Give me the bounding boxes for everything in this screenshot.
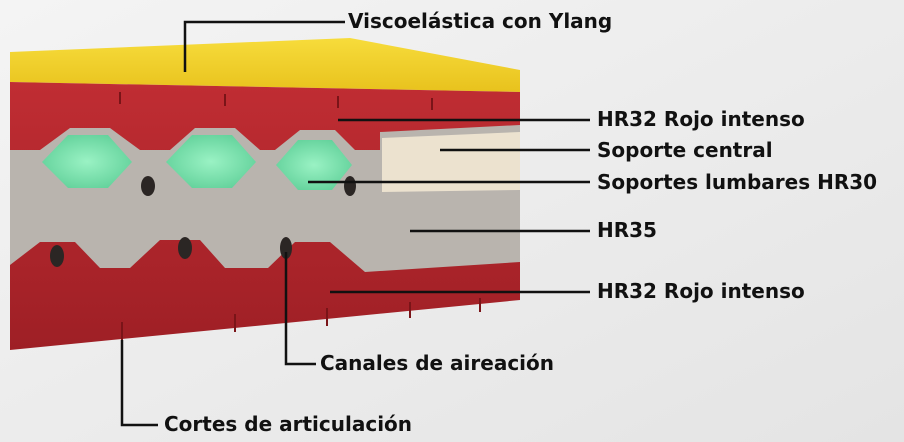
lumbar-support-hex — [166, 135, 256, 188]
label-hr32-bottom: HR32 Rojo intenso — [597, 279, 805, 303]
articulation-cuts-bottom — [121, 298, 481, 340]
leader-cortes — [120, 340, 158, 427]
label-soportes-lumbares: Soportes lumbares HR30 — [597, 170, 878, 194]
aeration-channel — [178, 237, 192, 259]
lumbar-support-hex — [42, 135, 132, 188]
lumbar-support-hex — [276, 140, 352, 190]
leader-canales — [284, 252, 316, 366]
label-soporte-central: Soporte central — [597, 138, 773, 162]
central-support-block — [382, 132, 520, 192]
aeration-channel — [50, 245, 64, 267]
label-hr32-top: HR32 Rojo intenso — [597, 107, 805, 131]
leader-lines — [120, 20, 590, 427]
label-canales: Canales de aireación — [320, 351, 555, 375]
label-viscoelastica: Viscoelástica con Ylang — [348, 9, 613, 33]
label-cortes: Cortes de articulación — [164, 412, 413, 436]
aeration-channel — [141, 176, 155, 196]
viscoelastic-layer — [10, 38, 520, 92]
aeration-channel — [344, 176, 356, 196]
label-hr35: HR35 — [597, 218, 657, 242]
aeration-channel — [280, 237, 292, 259]
leader-viscoelastica — [183, 20, 345, 72]
articulation-cuts-top — [119, 92, 433, 110]
